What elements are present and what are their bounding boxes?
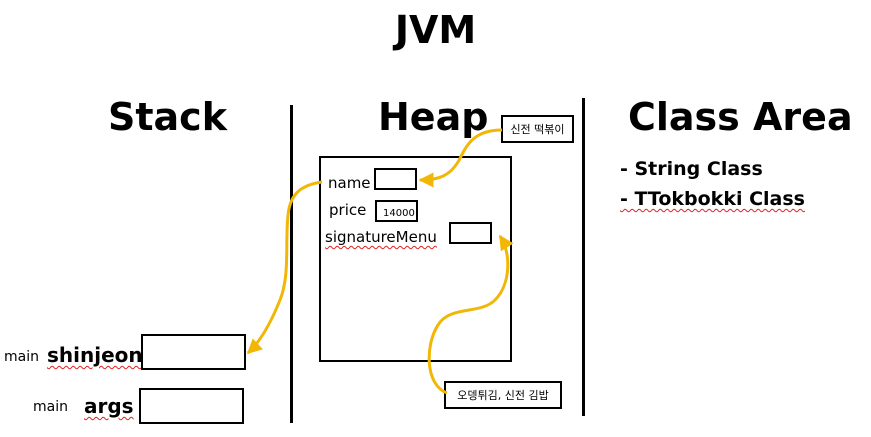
- stack-variable-args: args: [84, 394, 134, 418]
- heap-object: [319, 156, 512, 362]
- class-item-ttokbokki: - TTokbokki Class: [620, 188, 805, 210]
- class-item-string: - String Class: [620, 158, 763, 180]
- field-signaturemenu-label: signatureMenu: [325, 228, 437, 246]
- string-object-menu: 오뎅튀김, 신전 김밥: [444, 381, 562, 409]
- heap-class-divider: [582, 98, 585, 416]
- stack-heading: Stack: [108, 95, 227, 139]
- stack-slot-args: [139, 388, 244, 424]
- arrow-menu-to-string: [427, 234, 514, 395]
- stack-heap-divider: [290, 105, 293, 423]
- field-price-slot: 14000: [375, 200, 418, 222]
- stack-frame-label: main: [4, 349, 39, 365]
- field-price-label: price: [329, 201, 367, 219]
- stack-variable-shinjeon: shinjeon: [47, 343, 143, 367]
- stack-frame-label: main: [33, 399, 68, 415]
- diagram-title: JVM: [394, 8, 477, 52]
- class-area-heading: Class Area: [628, 95, 853, 139]
- heap-heading: Heap: [378, 95, 489, 139]
- string-object-name: 신전 떡볶이: [501, 115, 574, 143]
- field-signaturemenu-slot: [449, 222, 492, 244]
- field-name-slot: [374, 168, 417, 190]
- arrow-shinjeon-to-heap: [246, 180, 323, 355]
- stack-slot-shinjeon: [141, 334, 246, 370]
- field-name-label: name: [328, 174, 371, 192]
- arrow-name-to-string: [418, 128, 503, 188]
